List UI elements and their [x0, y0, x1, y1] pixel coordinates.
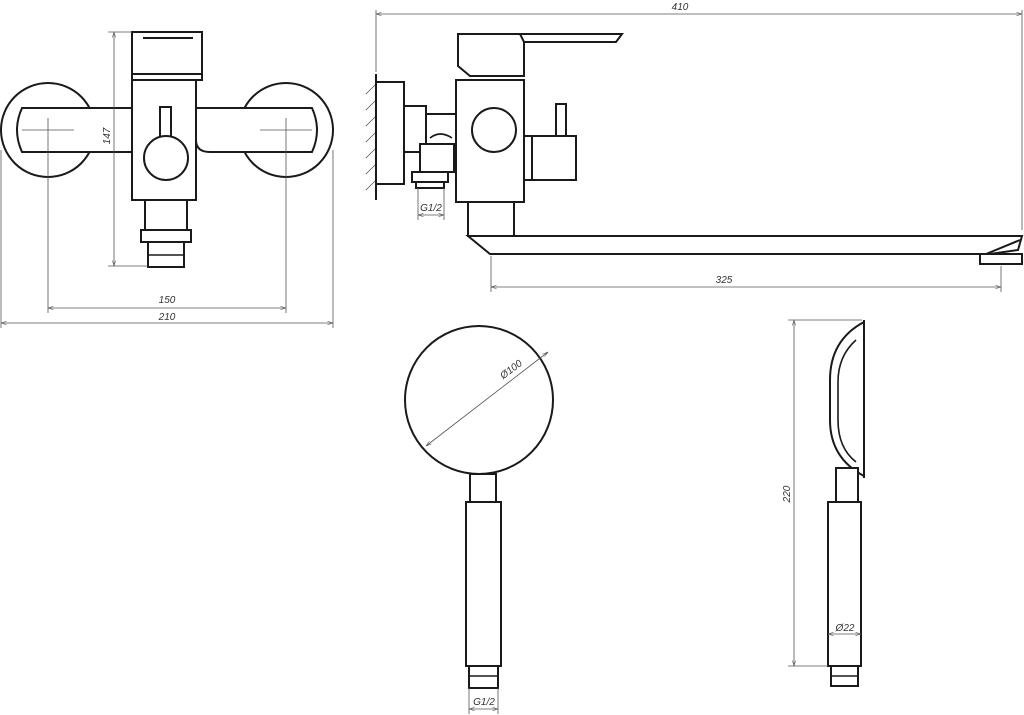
- side-spout-base: [467, 201, 515, 237]
- side-lever-blade: [518, 33, 624, 43]
- shower-handle: [465, 501, 502, 667]
- dim-150-label: 150: [159, 295, 176, 306]
- dim-147-label: 147: [102, 127, 113, 144]
- outlet-neck: [144, 199, 188, 231]
- side-flange: [375, 81, 405, 185]
- side-lever: [457, 33, 525, 77]
- side-outlet: [419, 143, 455, 173]
- diverter-knob: [143, 135, 189, 181]
- side-aerator: [979, 253, 1023, 265]
- dim-220-label: 220: [782, 485, 793, 503]
- handle-neck: [469, 473, 497, 503]
- shower-head-front-view: Ø100 G1/2: [404, 325, 554, 714]
- dim-325: 325: [490, 256, 1002, 292]
- dim-150: 150: [47, 142, 287, 313]
- side-cartridge: [471, 107, 517, 153]
- dim-410: 410: [375, 2, 1023, 230]
- dim-210-label: 210: [158, 312, 176, 323]
- profile-handle: [827, 501, 862, 667]
- shower-head-side-view: 220 Ø22: [782, 319, 865, 687]
- front-view: 147 150 210: [0, 31, 334, 328]
- dim-410-label: 410: [672, 2, 689, 13]
- profile-neck: [835, 467, 859, 503]
- dim-handle-thread-label: G1/2: [473, 697, 495, 708]
- dim-handle-thread: G1/2: [468, 688, 499, 714]
- dim-220: 220: [782, 319, 862, 667]
- lever-housing: [131, 31, 203, 81]
- wall-hatching: [365, 83, 377, 191]
- dim-210: 210: [0, 150, 334, 328]
- dim-side-thread: G1/2: [417, 188, 445, 220]
- shower-head-face: [404, 325, 554, 475]
- side-spout: [465, 235, 1024, 255]
- side-connector: [425, 113, 461, 147]
- dim-handle-diameter: Ø22: [828, 623, 861, 634]
- dim-handle-diameter-label: Ø22: [835, 623, 855, 634]
- diverter-stem: [159, 106, 172, 138]
- dim-325-label: 325: [716, 275, 733, 286]
- side-view: 410 325 G1/2: [365, 2, 1024, 292]
- side-diverter-stem: [555, 103, 567, 137]
- dim-147: 147: [102, 31, 148, 267]
- dim-side-thread-label: G1/2: [420, 203, 442, 214]
- handle-end: [468, 665, 499, 689]
- side-diverter-body: [531, 135, 577, 181]
- outlet-nut: [140, 229, 192, 243]
